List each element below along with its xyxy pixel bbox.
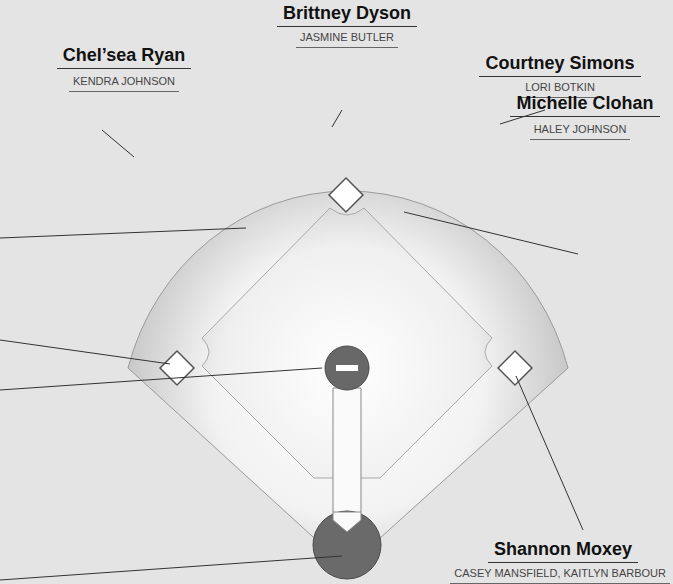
player-name: Chel’sea Ryan — [57, 44, 191, 69]
home-circle — [313, 511, 381, 579]
first-base — [498, 351, 532, 385]
pitcher-rubber — [336, 365, 358, 371]
backup-name: KENDRA JOHNSON — [69, 74, 179, 92]
leader-lines — [0, 110, 583, 580]
pitcher-circle — [325, 346, 369, 390]
player-name: Courtney Simons — [479, 52, 640, 77]
backup-name: JASMINE BUTLER — [296, 30, 398, 48]
player-name: Shannon Moxey — [488, 538, 638, 563]
base-path — [333, 388, 361, 526]
second-base — [329, 178, 363, 212]
backup-name: CASEY MANSFIELD, KAITLYN BARBOUR — [450, 566, 670, 584]
player-name: Brittney Dyson — [277, 2, 417, 27]
player-name: Michelle Clohan — [510, 92, 659, 117]
home-plate — [333, 512, 361, 532]
third-base — [160, 351, 194, 385]
backup-name: HALEY JOHNSON — [530, 122, 631, 140]
